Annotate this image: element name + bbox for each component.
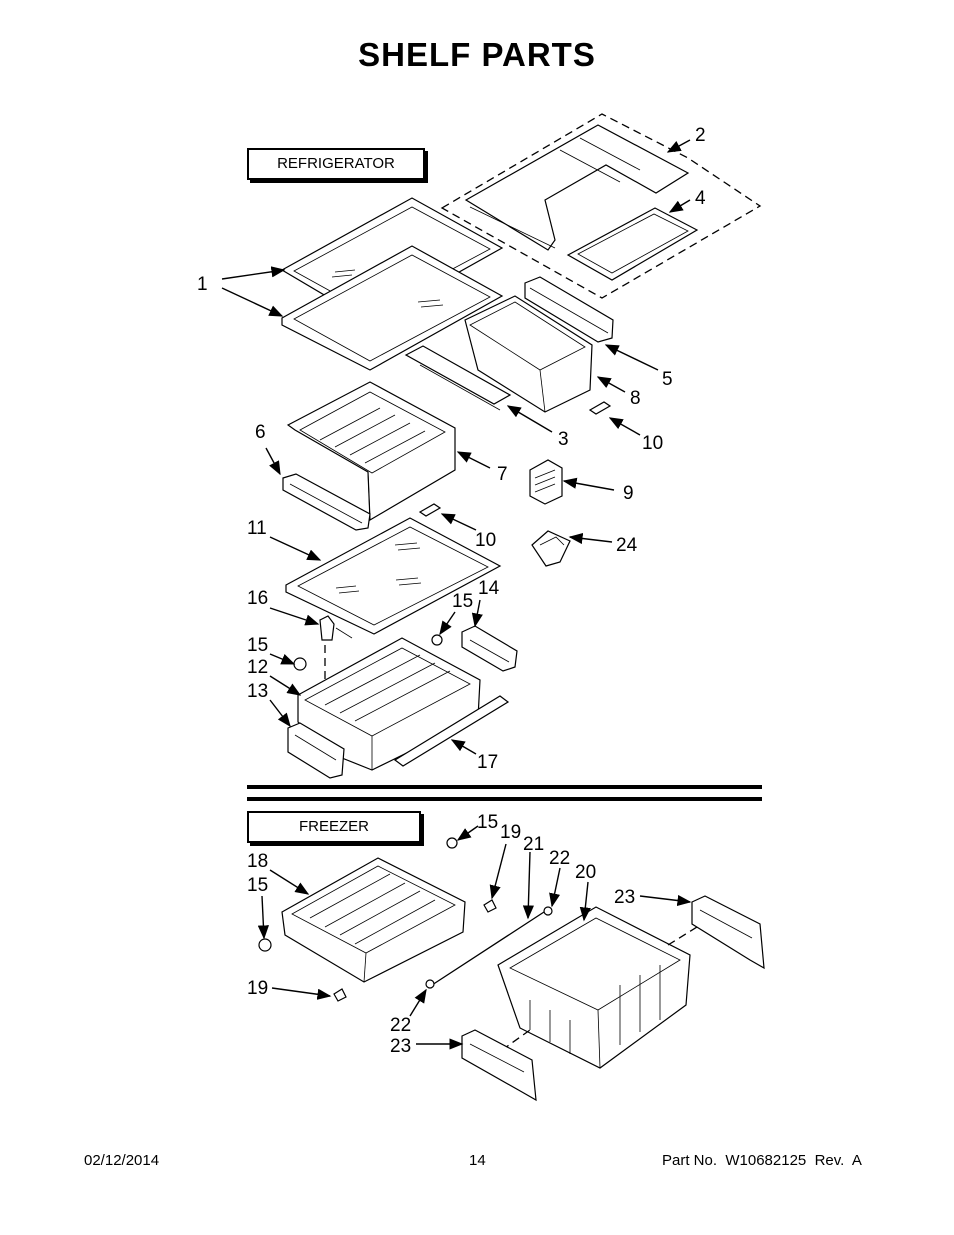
refrigerator-section-label: REFRIGERATOR	[247, 148, 425, 180]
callout-9: 9	[623, 483, 634, 504]
callout-2: 2	[695, 125, 706, 146]
callout-17: 17	[477, 752, 498, 773]
callout-1: 1	[197, 274, 208, 295]
footer-date: 02/12/2014	[84, 1152, 160, 1169]
part-3-divider-bar	[404, 345, 512, 411]
callout-15-freezer-left: 15	[247, 875, 268, 896]
callout-10-lower: 10	[475, 530, 496, 551]
leader-lines	[221, 139, 692, 1050]
part-22-cap-bottom	[425, 979, 435, 989]
part-17-trim-bar	[393, 695, 510, 767]
callout-15-freezer-top: 15	[477, 812, 498, 833]
callout-5: 5	[662, 369, 673, 390]
page-title: SHELF PARTS	[358, 36, 596, 73]
callout-18: 18	[247, 851, 268, 872]
part-8-crisper-drawer	[464, 295, 593, 413]
callout-13: 13	[247, 681, 268, 702]
part-6-drawer-rail	[282, 473, 371, 531]
callout-19-bottom: 19	[247, 978, 268, 999]
part-9-filter	[529, 459, 563, 505]
part-23-rail-upper	[691, 895, 765, 970]
part-11-glass-shelf	[285, 517, 502, 635]
callout-15-mid: 15	[247, 635, 268, 656]
callout-23-upper: 23	[614, 887, 635, 908]
part-15-knob-freezer-top	[446, 837, 458, 849]
callout-4: 4	[695, 188, 706, 209]
part-7-crisper-drawer	[286, 381, 456, 522]
callout-8: 8	[630, 388, 641, 409]
part-19-clip-bottom	[333, 988, 347, 1002]
section-divider	[247, 785, 762, 801]
part-19-clip-top	[483, 899, 497, 913]
part-5-drawer-rail	[524, 276, 614, 343]
footer-part-number: Part No. W10682125 Rev. A	[662, 1152, 862, 1169]
callout-20: 20	[575, 862, 596, 883]
part-15-knob-right	[431, 634, 443, 646]
callout-22-bottom: 22	[390, 1015, 411, 1036]
callout-3: 3	[558, 429, 569, 450]
callout-21: 21	[523, 834, 544, 855]
callout-16: 16	[247, 588, 268, 609]
part-22-cap-top	[543, 906, 553, 916]
part-10-clip-lower	[418, 503, 442, 517]
callout-15-upper: 15	[452, 591, 473, 612]
part-21-rod	[431, 911, 545, 986]
footer-page-number: 14	[469, 1152, 486, 1169]
callout-7: 7	[497, 464, 508, 485]
part-16-support	[319, 615, 353, 720]
part-15-knob-left	[293, 657, 307, 671]
callout-11: 11	[247, 518, 267, 539]
part-24-filter-pouch	[531, 530, 571, 567]
part-4-tray	[566, 207, 699, 281]
freezer-section-label: FREEZER	[247, 811, 421, 843]
part-13-rail	[287, 722, 345, 779]
part-2-drawer-cover	[464, 124, 690, 251]
callout-22-top: 22	[549, 848, 570, 869]
part-1-glass-shelf-lower	[281, 245, 504, 371]
part-15-knob-freezer-left	[258, 938, 272, 952]
callout-19-top: 19	[500, 822, 521, 843]
callout-14: 14	[478, 578, 500, 599]
callout-6: 6	[255, 422, 266, 443]
callout-10-upper: 10	[642, 433, 663, 454]
part-10-clip-upper	[588, 401, 612, 415]
callout-12: 12	[247, 657, 268, 678]
part-23-rail-lower	[461, 1029, 537, 1102]
part-20-freezer-bin	[497, 906, 691, 1069]
dashed-group-outline	[440, 113, 762, 299]
part-14-rail	[461, 625, 518, 672]
callout-23-lower: 23	[390, 1036, 411, 1057]
callout-24: 24	[616, 535, 638, 556]
callout-labels: 1 2 4 5 8 3 10 6 7 9 11 10 24 16 15 14 1…	[197, 125, 706, 1057]
part-18-freezer-basket	[281, 857, 466, 983]
